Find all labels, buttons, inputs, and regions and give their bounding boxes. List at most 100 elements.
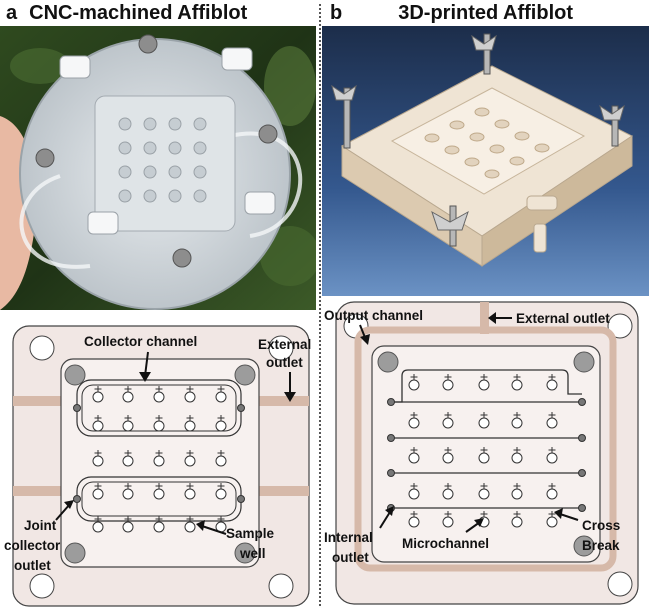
arrowhead <box>554 508 563 519</box>
callout-external-outlet-line1: External <box>258 337 311 352</box>
sample-well <box>184 521 196 533</box>
callout-cross-line1: Cross <box>582 518 620 533</box>
arrowhead <box>196 520 205 531</box>
internal-outlet <box>387 398 395 406</box>
panel-b-title-text: 3D-printed Affiblot <box>398 2 574 24</box>
internal-outlet <box>578 398 586 406</box>
sample-well <box>215 488 227 500</box>
sample-well <box>546 379 558 391</box>
sample-well <box>442 379 454 391</box>
sample-well <box>511 379 523 391</box>
photo-3d-printed-device <box>322 26 649 296</box>
sample-well <box>478 488 490 500</box>
arrowhead <box>284 392 296 402</box>
outlet-port <box>237 404 245 412</box>
corner-screw <box>234 542 256 564</box>
sample-well <box>215 420 227 432</box>
photo-cnc-device <box>0 26 316 310</box>
panel-b-letter: b <box>330 2 343 24</box>
schematic-a-svg: Collector channel External outlet Joint … <box>4 325 311 607</box>
arrowhead <box>488 312 496 324</box>
sample-well <box>478 452 490 464</box>
sample-well <box>511 516 523 528</box>
arrowhead <box>64 500 74 509</box>
sample-well <box>511 488 523 500</box>
sample-well <box>92 420 104 432</box>
corner-hole <box>268 573 294 599</box>
sample-well <box>122 420 134 432</box>
sample-well <box>546 488 558 500</box>
sample-well <box>215 391 227 403</box>
arrowhead <box>385 506 394 516</box>
sample-well <box>92 455 104 467</box>
sample-well <box>122 488 134 500</box>
sample-well <box>546 417 558 429</box>
corner-screw <box>64 364 86 386</box>
sample-well <box>442 516 454 528</box>
internal-outlet <box>578 469 586 477</box>
corner-hole <box>607 571 633 597</box>
panel-b-title: b 3D-printed Affiblot <box>330 0 573 26</box>
callout-sample-line1: Sample <box>226 526 275 541</box>
callout-internal-line2: outlet <box>332 550 369 565</box>
corner-hole <box>268 335 294 361</box>
sample-well <box>408 379 420 391</box>
sample-well <box>122 455 134 467</box>
output-channel <box>354 326 617 572</box>
arrow-joint-collector-outlet <box>55 503 71 521</box>
microchannel-top <box>391 369 582 403</box>
callout-joint-line3: outlet <box>14 558 51 573</box>
side-channel-right <box>250 486 309 496</box>
callout-cross-line2: Break <box>582 538 620 553</box>
sample-well <box>511 452 523 464</box>
sample-well <box>92 488 104 500</box>
callout-output-channel: Output channel <box>324 308 423 323</box>
internal-outlet <box>578 434 586 442</box>
sample-well <box>184 391 196 403</box>
corner-hole <box>607 313 633 339</box>
sample-well <box>122 521 134 533</box>
arrowhead <box>139 372 151 382</box>
corner-hole <box>29 335 55 361</box>
sample-well <box>408 516 420 528</box>
sample-well <box>184 488 196 500</box>
sample-well <box>478 417 490 429</box>
outlet-port <box>73 404 81 412</box>
sample-well <box>546 452 558 464</box>
panel-divider <box>319 4 321 606</box>
arrow-internal-outlet <box>379 511 391 529</box>
sample-well <box>511 417 523 429</box>
sample-well <box>478 379 490 391</box>
schematic-panel-b: Output channel External outlet Internal … <box>320 296 649 609</box>
corner-screw <box>573 351 595 373</box>
corner-screw <box>377 351 399 373</box>
outlet-port <box>237 495 245 503</box>
sample-well <box>153 391 165 403</box>
callout-internal-line1: Internal <box>324 530 373 545</box>
panel-a-letter: a <box>6 2 18 24</box>
schematic-panel-a: Collector channel External outlet Joint … <box>0 312 320 609</box>
callout-collector-channel: Collector channel <box>84 334 197 349</box>
internal-outlet <box>387 469 395 477</box>
sample-well <box>408 452 420 464</box>
arrow-cross-break <box>559 513 579 521</box>
sample-well <box>442 452 454 464</box>
corner-screw <box>234 364 256 386</box>
sample-well <box>122 391 134 403</box>
sample-well <box>442 417 454 429</box>
callout-microchannel: Microchannel <box>402 536 489 551</box>
corner-hole <box>29 573 55 599</box>
sample-well <box>92 391 104 403</box>
callout-external-outlet-line2: outlet <box>266 355 303 370</box>
corner-screw <box>64 542 86 564</box>
sample-well <box>442 488 454 500</box>
callout-sample-line2: well <box>239 546 266 561</box>
callout-external-outlet: External outlet <box>516 311 610 326</box>
callout-joint-line1: Joint <box>24 518 57 533</box>
arrowhead <box>474 518 484 527</box>
external-outlet-right <box>250 396 309 406</box>
arrow-sample-well <box>201 525 227 535</box>
outlet-port <box>73 495 81 503</box>
internal-outlet <box>578 504 586 512</box>
